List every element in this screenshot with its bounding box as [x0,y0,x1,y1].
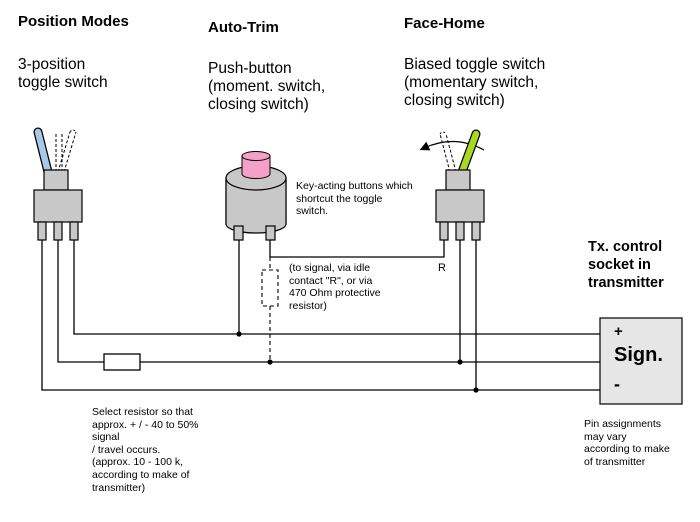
wire-plus [73,240,600,335]
socket-signal-label: Sign. [614,344,663,366]
wire-minus [41,240,600,391]
face-home-toggle-switch [419,129,485,241]
key-acting-note: Key-acting buttons which shortcut the to… [296,180,413,218]
face-home-title: Face-Home [404,15,485,32]
tx-socket-box [599,317,683,405]
socket-plus-label: + [614,323,623,340]
pin-assignments-note: Pin assignments may vary according to ma… [584,418,670,468]
dashed-link [261,257,279,362]
socket-minus-label: - [614,374,620,394]
wires [41,240,600,391]
tx-socket-title: Tx. control socket in transmitter [588,239,664,292]
select-resistor-note: Select resistor so that approx. + / - 40… [92,406,199,494]
contact-r-label: R [438,262,446,274]
auto-trim-title: Auto-Trim [208,19,279,36]
resistor [103,353,141,371]
face-home-desc: Biased toggle switch (momentary switch, … [404,56,546,109]
wire-signal [57,240,600,363]
auto-trim-push-button [225,151,287,241]
position-modes-desc: 3-position toggle switch [18,56,108,91]
return-arrow [419,140,485,151]
position-toggle-switch [33,127,83,241]
auto-trim-desc: Push-button (moment. switch, closing swi… [208,60,326,113]
junction-dots [236,331,479,393]
to-signal-note: (to signal, via idle contact "R", or via… [289,262,381,312]
wire-face-r-contact [269,240,445,258]
position-modes-title: Position Modes [18,13,129,30]
